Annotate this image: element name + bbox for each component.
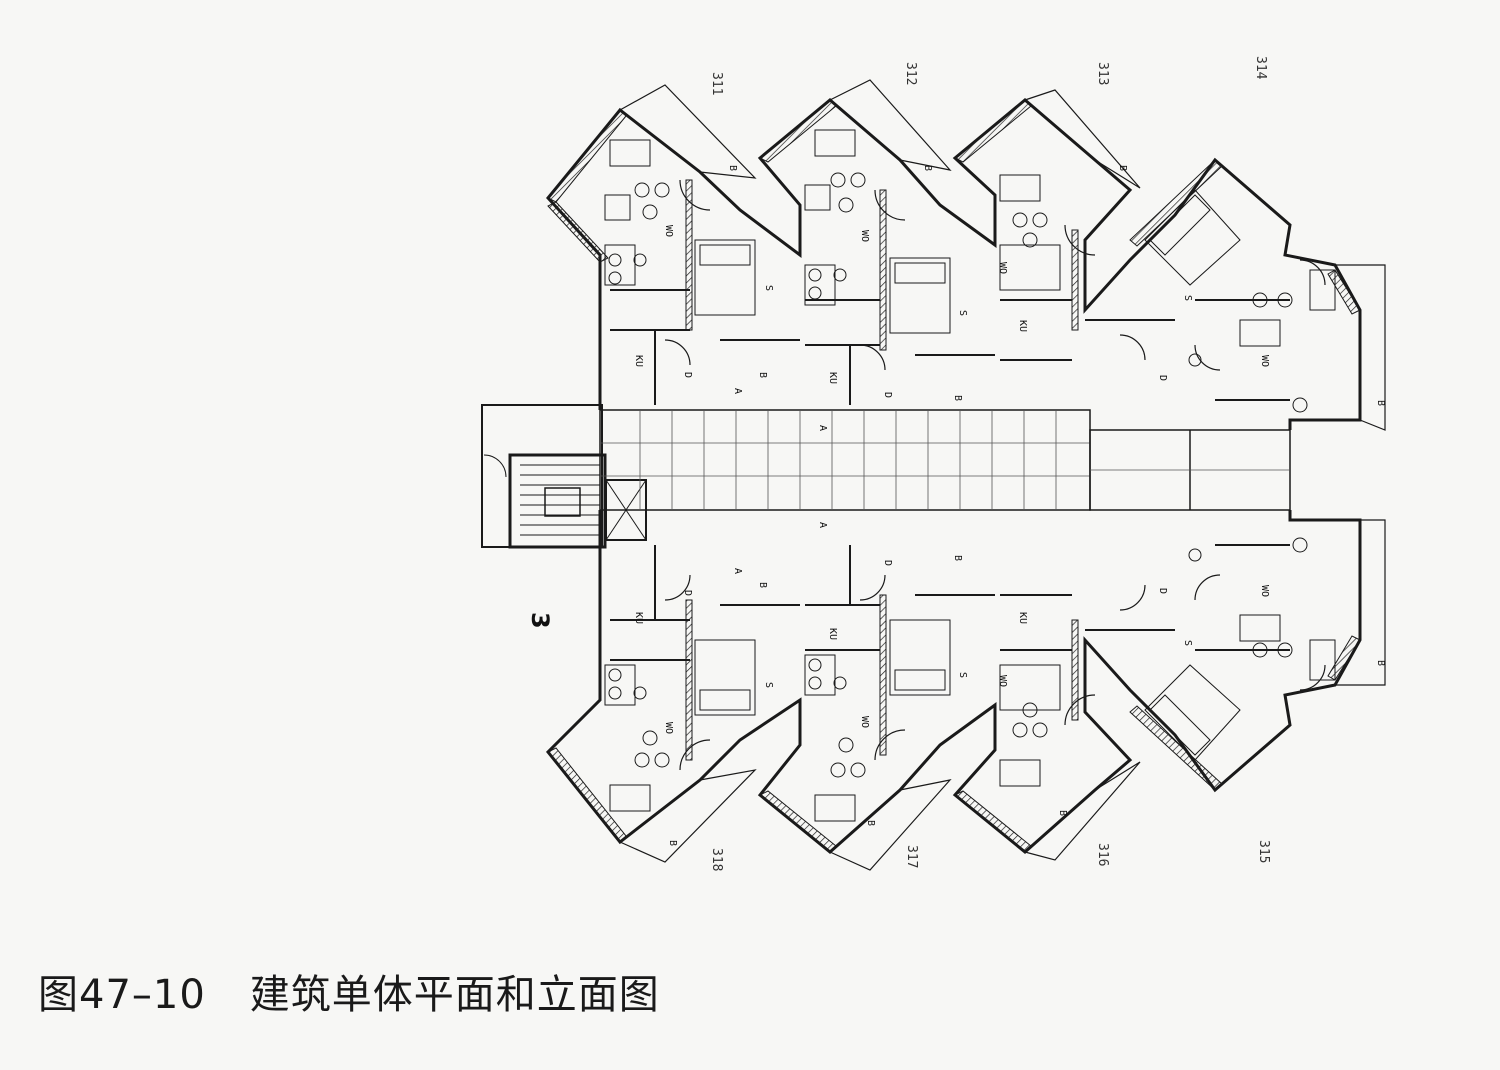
unit-number: 313 (1095, 62, 1110, 85)
room-tag-living: WO (663, 722, 674, 734)
room-tag-living: WO (859, 716, 870, 728)
unit-number: 311 (709, 72, 724, 95)
room-tag-kitchen: KU (1017, 612, 1028, 624)
room-tag-bath: B (757, 582, 768, 588)
room-tag-bedroom: S (957, 672, 968, 678)
room-tag-corridor: D (682, 372, 693, 378)
room-tags: WO WO WO WO WO WO WO WO S S S S S S KU K… (633, 165, 1386, 846)
room-tag-bedroom: S (763, 682, 774, 688)
room-tag-kitchen: KU (827, 628, 838, 640)
room-tag-corridor: D (1157, 375, 1168, 381)
central-corridor (599, 409, 1291, 511)
room-tag-storage: A (817, 425, 828, 431)
unit-numbers-top: 311 312 313 314 (709, 56, 1268, 95)
room-tag-kitchen: KU (633, 612, 644, 624)
room-tag-living: WO (1259, 585, 1270, 597)
room-tag-corridor: D (882, 392, 893, 398)
unit-number: 312 (903, 62, 918, 85)
room-tag-bath: B (952, 395, 963, 401)
room-tag-balcony: B (667, 840, 678, 846)
room-tag-balcony: B (865, 820, 876, 826)
room-tag-bedroom: S (1182, 295, 1193, 301)
unit-number: 314 (1253, 56, 1268, 80)
room-tag-balcony: B (1375, 660, 1386, 666)
room-tag-balcony: B (1057, 810, 1068, 816)
room-tag-storage: A (732, 388, 743, 394)
figure-title: 建筑单体平面和立面图 (249, 972, 660, 1018)
room-tag-bath: B (757, 372, 768, 378)
room-tag-corridor: D (1157, 588, 1168, 594)
furniture-chairs (608, 172, 1308, 778)
figure-caption: 图47–10 建筑单体平面和立面图 (38, 962, 660, 1020)
unit-numbers-bottom: 318 317 316 315 (709, 840, 1271, 871)
furniture (604, 129, 1336, 822)
unit-number: 317 (904, 845, 919, 868)
section-mark: 3 (526, 612, 554, 629)
room-tag-bedroom: S (957, 310, 968, 316)
room-tag-living: WO (997, 675, 1008, 687)
room-tag-corridor: D (682, 590, 693, 596)
room-tag-bath: B (952, 555, 963, 561)
interior-walls (610, 289, 1290, 661)
unit-number: 318 (709, 848, 724, 871)
balconies (619, 79, 1386, 871)
figure-number: 图47–10 (38, 972, 206, 1018)
room-tag-storage: A (817, 522, 828, 528)
room-tag-living: WO (663, 225, 674, 237)
room-tag-storage: A (732, 568, 743, 574)
room-tag-living: WO (1259, 355, 1270, 367)
room-tag-balcony: B (1117, 165, 1128, 171)
room-tag-balcony: B (1375, 400, 1386, 406)
room-tag-bedroom: S (1182, 640, 1193, 646)
door-swings (664, 179, 1326, 771)
exterior-walls (547, 99, 1361, 853)
room-tag-corridor: D (882, 560, 893, 566)
room-tag-bedroom: S (763, 285, 774, 291)
unit-number: 316 (1095, 843, 1110, 866)
room-tag-balcony: B (727, 165, 738, 171)
room-tag-living: WO (859, 230, 870, 242)
room-tag-kitchen: KU (827, 372, 838, 384)
room-tag-kitchen: KU (1017, 320, 1028, 332)
room-tag-living: WO (997, 262, 1008, 274)
unit-number: 315 (1256, 840, 1271, 863)
room-tag-kitchen: KU (633, 355, 644, 367)
room-tag-balcony: B (922, 165, 933, 171)
